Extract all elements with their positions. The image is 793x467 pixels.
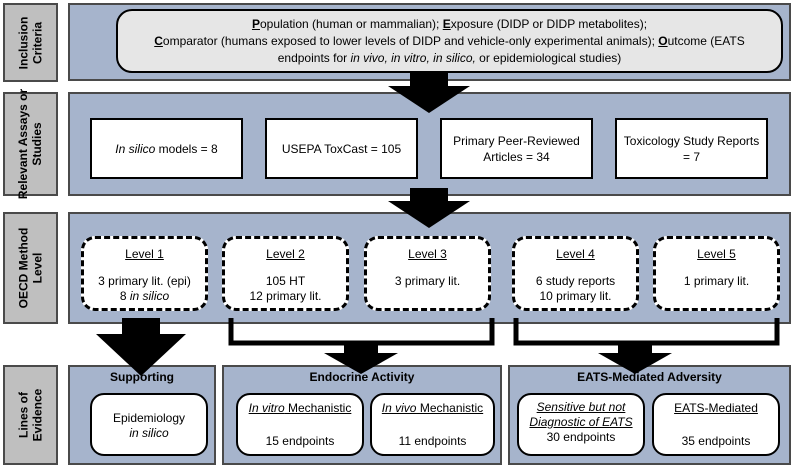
invitro-box: In vitro Mechanistic 15 endpoints [236,393,364,456]
eats-mediated-box: EATS-Mediated 35 endpoints [652,393,780,456]
arrow-levels-4-5-to-adversity-icon [598,343,672,374]
invivo-box: In vivo Mechanistic 11 endpoints [370,393,495,456]
level-5-box: Level 5 1 primary lit. [653,236,780,311]
arrow-levels-2-3-to-endocrine-icon [324,343,398,374]
row-label-inclusion: Inclusion Criteria [3,3,58,82]
adversity-heading: EATS-Mediated Adversity [577,370,722,384]
row-label-oecd: OECD Method Level [3,212,58,324]
tox-reports-box: Toxicology Study Reports= 7 [615,118,768,179]
insilico-models-box: In silico models = 8 [90,118,243,179]
arrow-level1-to-supporting-icon [96,318,186,376]
bracket-levels-4-5-icon [513,318,780,346]
row-label-assays: Relevant Assays or Studies [3,89,58,199]
toxcast-box: USEPA ToxCast = 105 [265,118,418,179]
sensitive-box: Sensitive but not Diagnostic of EATS 30 … [517,393,645,456]
level-3-box: Level 3 3 primary lit. [364,236,491,311]
bracket-levels-2-3-icon [228,318,495,346]
endocrine-heading: Endocrine Activity [309,370,415,384]
row-label-evidence: Lines of Evidence [3,365,58,465]
arrow-assays-to-oecd-icon [388,188,470,228]
level-1-box: Level 1 3 primary lit. (epi) 8 in silico [81,236,208,311]
supporting-heading: Supporting [110,370,174,384]
arrow-inclusion-to-assays-icon [388,72,470,113]
level-4-box: Level 4 6 study reports 10 primary lit. [512,236,639,311]
level-2-box: Level 2 105 HT 12 primary lit. [222,236,349,311]
supporting-box: Epidemiology in silico [90,393,208,456]
inclusion-criteria-box: Population (human or mammalian); Exposur… [116,9,783,73]
